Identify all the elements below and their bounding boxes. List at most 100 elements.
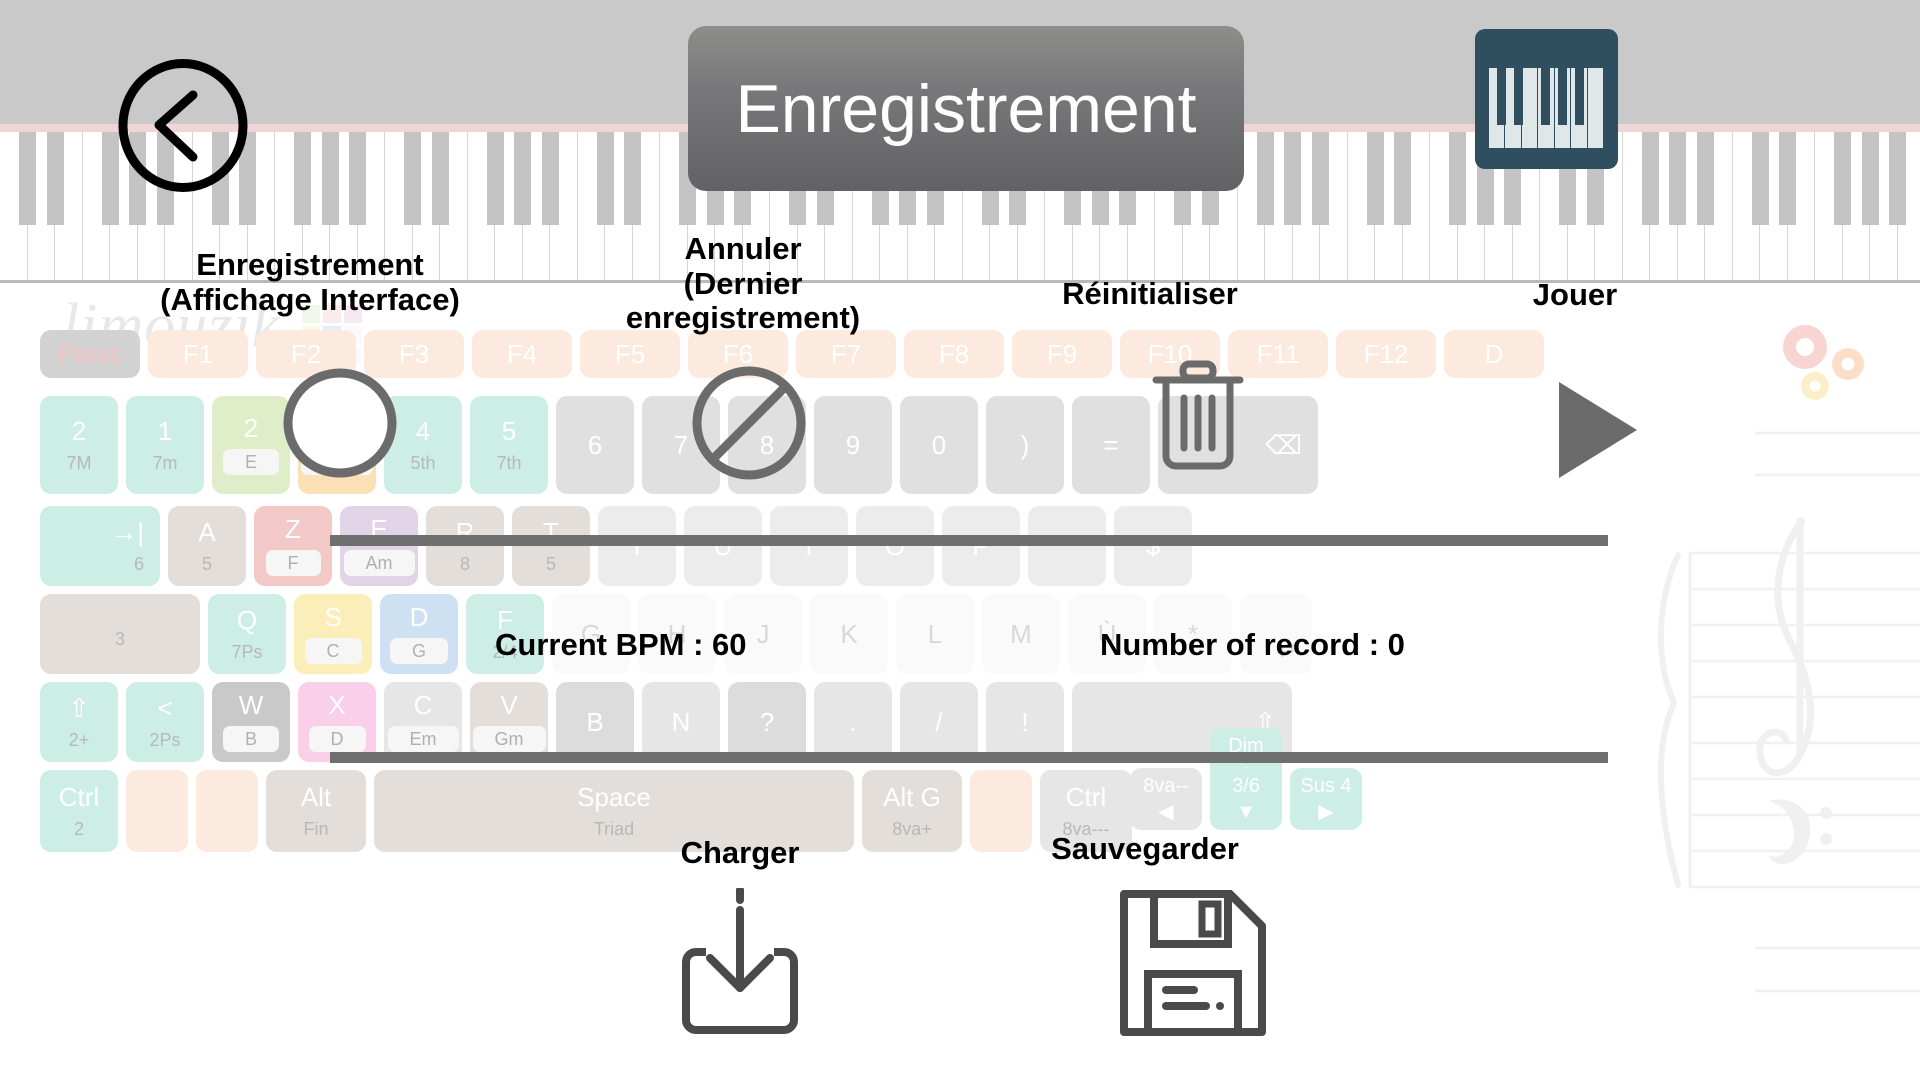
fn-key-f3[interactable]: F3	[364, 330, 464, 378]
piano-black-key[interactable]	[431, 130, 449, 225]
save-button[interactable]	[1118, 888, 1268, 1038]
letter-key-g[interactable]: G	[552, 594, 630, 674]
arrow-key-3-6[interactable]: 3/6▼	[1210, 768, 1282, 830]
arrow-key-8va-[interactable]: 8va--◀	[1130, 768, 1202, 830]
letter-key-p[interactable]: P	[942, 506, 1020, 586]
piano-black-key[interactable]	[1394, 130, 1411, 225]
piano-black-key[interactable]	[46, 130, 64, 225]
num-key--[interactable]: =	[1072, 396, 1150, 494]
num-key-7[interactable]: 7	[642, 396, 720, 494]
piano-black-key[interactable]	[596, 130, 614, 225]
fn-key-f12[interactable]: F12	[1336, 330, 1436, 378]
piano-black-key[interactable]	[1696, 130, 1714, 225]
piano-black-key[interactable]	[1751, 130, 1769, 225]
letter-key-beige[interactable]: 3	[40, 594, 200, 674]
piano-black-key[interactable]	[101, 130, 119, 225]
piano-black-key[interactable]	[486, 130, 504, 225]
piano-black-key[interactable]	[1834, 130, 1851, 225]
letter-key-i[interactable]: I	[770, 506, 848, 586]
play-button[interactable]	[1555, 380, 1640, 480]
letter-key-o[interactable]: O	[856, 506, 934, 586]
letter-key-b[interactable]: B	[556, 682, 634, 762]
piano-black-key[interactable]	[514, 130, 531, 225]
num-key-9[interactable]: 9	[814, 396, 892, 494]
piano-black-key[interactable]	[1366, 130, 1384, 225]
piano-black-key[interactable]	[321, 130, 339, 225]
num-key-6[interactable]: 6	[556, 396, 634, 494]
piano-black-key[interactable]	[1311, 130, 1329, 225]
letter-key-m[interactable]: M	[982, 594, 1060, 674]
letter-key--[interactable]: ?	[728, 682, 806, 762]
fn-key-f7[interactable]: F7	[796, 330, 896, 378]
letter-key--[interactable]: $	[1114, 506, 1192, 586]
piano-black-key[interactable]	[1284, 130, 1301, 225]
letter-key--[interactable]: .	[814, 682, 892, 762]
letter-key-n[interactable]: N	[642, 682, 720, 762]
undo-button[interactable]	[690, 364, 808, 482]
letter-key--[interactable]: *	[1154, 594, 1232, 674]
piano-black-key[interactable]	[1861, 130, 1879, 225]
piano-black-key[interactable]	[294, 130, 311, 225]
letter-key--[interactable]: /	[900, 682, 978, 762]
piano-black-key[interactable]	[624, 130, 641, 225]
piano-black-key[interactable]	[19, 130, 36, 225]
num-key-0[interactable]: 0	[900, 396, 978, 494]
letter-key--[interactable]: →|6	[40, 506, 160, 586]
piano-black-key[interactable]	[1779, 130, 1796, 225]
letter-key--[interactable]: ⇧2+	[40, 682, 118, 762]
fn-key-panic[interactable]: Panic	[40, 330, 140, 378]
arrow-key-sus-4[interactable]: Sus 4▶	[1290, 768, 1362, 830]
letter-key--[interactable]: ↵	[1240, 594, 1312, 674]
piano-black-key[interactable]	[349, 130, 366, 225]
piano-black-key[interactable]	[1449, 130, 1466, 225]
letter-key--[interactable]: ^	[1028, 506, 1106, 586]
piano-black-key[interactable]	[1889, 130, 1906, 225]
back-button[interactable]	[115, 57, 251, 194]
reset-button[interactable]	[1150, 360, 1246, 472]
letter-key-j[interactable]: J	[724, 594, 802, 674]
piano-black-key[interactable]	[541, 130, 559, 225]
piano-black-key[interactable]	[1256, 130, 1274, 225]
letter-key-k[interactable]: K	[810, 594, 888, 674]
keyboard-row-numbers[interactable]: 27M17m2E3Dm45th57th67890)=⌫	[40, 396, 1318, 494]
letter-key--[interactable]: <2Ps	[126, 682, 204, 762]
fn-key-f11[interactable]: F11	[1228, 330, 1328, 378]
fn-key-f9[interactable]: F9	[1012, 330, 1112, 378]
keyboard-arrow-cluster[interactable]: 8va--◀Dim▲3/6▼Sus 4▶	[1130, 728, 1362, 838]
mod-key-peach[interactable]	[196, 770, 258, 852]
piano-black-key[interactable]	[239, 130, 256, 225]
letter-key-h[interactable]: H	[638, 594, 716, 674]
fn-key-f4[interactable]: F4	[472, 330, 572, 378]
record-button[interactable]	[280, 366, 400, 481]
fn-key-f8[interactable]: F8	[904, 330, 1004, 378]
fn-key-d[interactable]: D	[1444, 330, 1544, 378]
mod-key-peach[interactable]	[126, 770, 188, 852]
letter-key--[interactable]: !	[986, 682, 1064, 762]
piano-icon-button[interactable]	[1475, 29, 1618, 169]
